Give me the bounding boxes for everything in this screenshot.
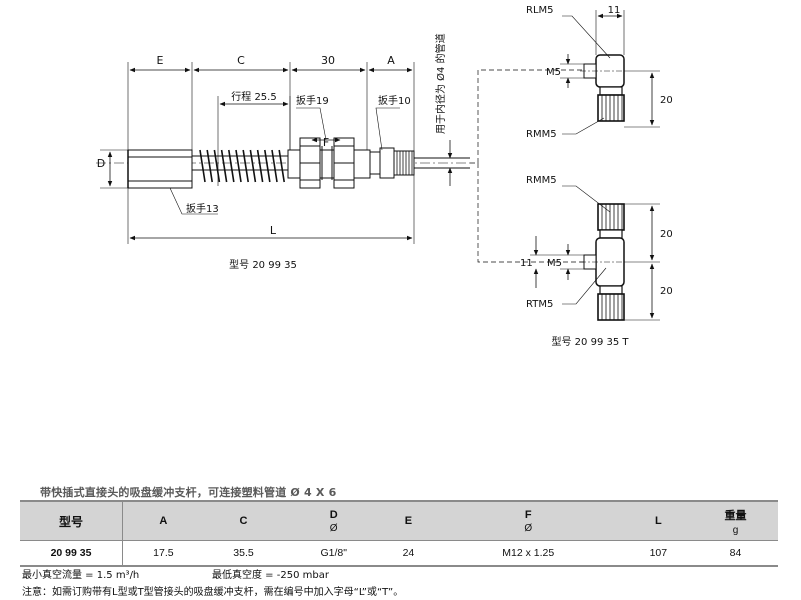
model-right-label: 型号 20 99 35 T	[552, 335, 630, 348]
cell-l: 107	[623, 540, 693, 567]
wrench19-label: 扳手19	[296, 94, 329, 107]
dim-e-label: E	[157, 54, 164, 67]
rtm5-label: RTM5	[526, 299, 553, 310]
dim-11-bot-label: 11	[520, 258, 533, 269]
dim-20-mid-label: 20	[660, 229, 673, 240]
rmm5-top-label: RMM5	[526, 129, 557, 140]
cell-model: 20 99 35	[20, 540, 123, 567]
dim-20-bot-label: 20	[660, 286, 673, 297]
header-c: C	[203, 500, 284, 541]
dim-m5-bot-label: M5	[547, 258, 562, 269]
header-a: A	[122, 500, 204, 541]
dim-a-label: A	[387, 54, 395, 67]
table-row: 20 99 35 17.5 35.5 G1/8" 24 M12 x 1.25 1…	[20, 540, 778, 567]
dim-l-label: L	[270, 224, 277, 237]
cell-e: 24	[384, 540, 433, 567]
header-l: L	[623, 500, 693, 541]
wrench13-label: 扳手13	[186, 202, 219, 215]
dim-f-label: F	[323, 136, 329, 149]
model-left-label: 型号 20 99 35	[229, 258, 297, 271]
order-note: 注意：如需订购带有L型或T型管接头的吸盘缓冲支杆，需在编号中加入字母“L”或“T…	[22, 587, 404, 598]
min-vacuum-note: 最低真空度 = -250 mbar	[212, 570, 329, 581]
stroke-label: 行程 25.5	[231, 90, 276, 103]
header-model: 型号	[20, 500, 123, 541]
dim-d-label: D	[97, 157, 105, 170]
table-caption: 带快插式直接头的吸盘缓冲支杆，可连接塑料管道 Ø 4 X 6	[40, 486, 337, 499]
dim-m5-top-label: M5	[546, 67, 561, 78]
header-e: E	[384, 500, 433, 541]
dim-20-top-label: 20	[660, 95, 673, 106]
dim-c-label: C	[237, 54, 245, 67]
dim-11-top-label: 11	[608, 5, 621, 16]
rlm5-label: RLM5	[526, 5, 554, 16]
cell-a: 17.5	[122, 540, 204, 567]
cell-c: 35.5	[203, 540, 284, 567]
min-flow-note: 最小真空流量 = 1.5 m³/h	[22, 570, 140, 581]
tube-note-label: 用于内径为 Ø4 的管道	[434, 33, 447, 134]
cell-weight: 84	[692, 540, 778, 567]
technical-drawing: E C 30 A 行程 25.5 扳手19 扳手10 F D 扳手13 L 型号…	[96, 5, 673, 348]
dim-30-label: 30	[321, 54, 335, 67]
cell-d: G1/8"	[283, 540, 385, 567]
rmm5-mid-label: RMM5	[526, 175, 557, 186]
wrench10-label: 扳手10	[378, 94, 411, 107]
cell-f: M12 x 1.25	[432, 540, 624, 567]
